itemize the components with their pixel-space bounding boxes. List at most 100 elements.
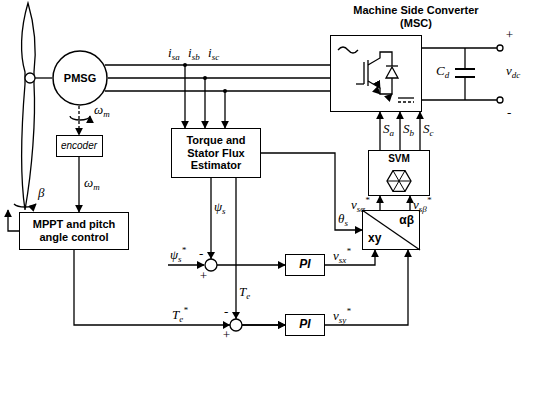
dc-terminal [497,97,503,103]
signal-label: + [505,28,514,41]
current-tap [204,78,205,128]
node-text: αβ [399,214,414,228]
signal-connector [236,178,285,325]
signal-connector [409,196,410,210]
symbol-subscript: s [344,218,348,228]
junction-arrowhead [207,252,215,259]
signal-label: vsy* [333,307,351,325]
symbol-superscript: * [183,305,188,315]
dc-rail [422,99,497,100]
node-text: encoder [61,140,97,152]
signal-label: Sa [383,122,394,138]
symbol-letter: v [351,197,357,212]
symbol-subscript: s [178,254,182,264]
signal-label: Cd [436,64,449,80]
current-tap [224,91,225,128]
converter-box: Machine Side Converter (MSC) [330,35,422,112]
symbol-subscript: e [246,291,250,301]
symbol-letter: - [199,246,203,261]
symbol-subscript: sa [172,52,180,62]
symbol-letter: v [333,308,339,323]
ac-symbol [338,47,358,53]
symbol-letter: v [333,248,339,263]
signal-label: ωm [94,103,110,119]
pi-controller: PI [285,314,325,336]
signal-label: vsβ* [413,196,431,214]
symbol-letter: v [506,63,512,78]
junction-arrowhead [232,312,240,319]
symbol-letter: ω [94,102,103,117]
pi-controller: PI [285,254,325,276]
summing-junction [230,319,242,331]
symbol-subscript: sα [357,204,365,214]
symbol-letter: + [222,327,231,342]
capacitor-lead [464,48,465,69]
generator-circle: PMSG [52,50,108,106]
capacitor-plate [455,68,475,70]
symbol-superscript: * [427,195,432,205]
symbol-letter: - [224,304,228,319]
signal-label: Sb [403,122,414,138]
signal-connector [379,196,380,210]
signal-label: θs [338,212,348,228]
capacitor-lead [464,77,465,100]
current-tap [184,65,185,128]
symbol-subscript: sb [192,52,200,62]
symbol-letter: T [172,307,179,322]
symbol-subscript: c [430,128,434,138]
signal-label: isc [208,46,219,62]
signal-label: Sc [423,122,434,138]
node-text: Torque and Stator Flux Estimator [175,134,257,172]
pitch-arc [14,204,36,207]
signal-label: vsx* [333,247,351,265]
node-text: Machine Side Converter (MSC) [353,4,479,29]
symbol-letter: i [188,45,192,60]
signal-label: ωm [84,176,100,192]
symbol-letter: v [413,197,419,212]
symbol-subscript: m [93,182,100,192]
signal-connector [78,157,79,212]
symbol-letter: + [199,268,208,283]
symbol-subscript: d [445,70,450,80]
node-text: PI [299,258,310,272]
signal-label: - [199,247,203,260]
symbol-superscript: * [365,195,370,205]
rotation-arrow [70,116,90,120]
symbol-subscript: sy [339,315,347,325]
signal-label: isa [168,46,180,62]
signal-label: isb [188,46,200,62]
turbine-hub [25,73,35,83]
signal-connector [211,178,285,265]
symbol-letter: C [436,63,445,78]
dc-rail [422,47,497,48]
signal-connector [74,250,285,325]
symbol-letter: β [38,185,44,200]
signal-label: ψs* [170,246,186,264]
signal-label: + [222,328,231,341]
transform-divider [362,210,420,250]
node-text: SVM [388,153,410,165]
signal-connector [261,153,362,230]
transform-box: xyαβ [362,210,420,250]
signal-connector [105,64,330,65]
estimator-box: Torque and Stator Flux Estimator [171,128,261,178]
svm-hexagon [387,171,411,192]
symbol-subscript: sx [339,255,347,265]
signal-label: + [199,269,208,282]
symbol-letter: ψ [170,247,178,262]
symbol-letter: i [208,45,212,60]
dc-symbol [398,101,414,102]
node-text: PI [299,318,310,332]
signal-label: Te [239,285,250,301]
symbol-superscript: * [346,306,351,316]
symbol-subscript: s [222,206,226,216]
symbol-letter: T [239,284,246,299]
igbt-symbol [356,52,398,94]
signal-label: Te* [172,306,188,324]
turbine-blade [22,3,36,210]
signal-label: vsα* [351,196,370,214]
symbol-subscript: e [179,314,183,324]
symbol-letter: S [423,121,430,136]
